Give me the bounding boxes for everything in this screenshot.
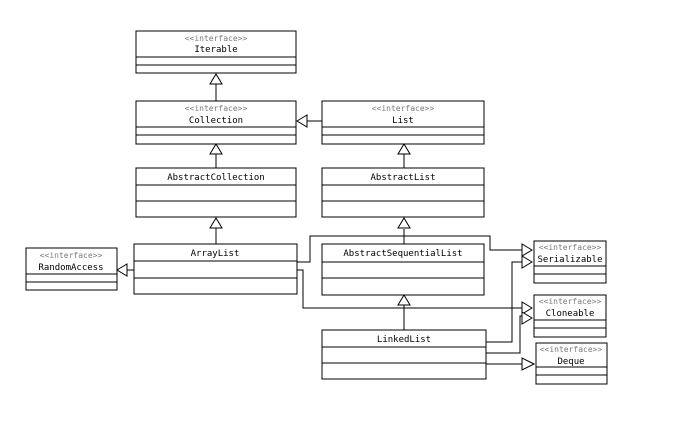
class-abstract-collection: AbstractCollection (135, 167, 297, 218)
arrowhead-abstractlist (397, 217, 411, 229)
class-name-abstract-collection: AbstractCollection (167, 173, 265, 183)
stereotype-label: <<interface>> (185, 104, 248, 113)
class-name-serializable: Serializable (537, 255, 602, 265)
edges (127, 83, 522, 365)
arrowheads (116, 73, 536, 371)
class-name-random-access: RandomAccess (38, 263, 103, 273)
arrowhead-cloneable-1 (521, 301, 533, 315)
class-serializable: <<interface>> Serializable (533, 240, 607, 284)
class-collection: <<interface>> Collection (135, 100, 297, 145)
class-name-iterable: Iterable (194, 45, 237, 55)
arrowhead-collection-from-list (296, 114, 308, 128)
arrowhead-abstractsequentiallist (397, 294, 411, 306)
class-linked-list: LinkedList (321, 329, 487, 380)
stereotype-label: <<interface>> (539, 297, 602, 306)
stereotype-label: <<interface>> (540, 345, 603, 354)
stereotype-label: <<interface>> (40, 251, 103, 260)
class-name-abstract-sequential-list: AbstractSequentialList (343, 249, 462, 259)
class-name-list: List (392, 116, 414, 126)
class-list: <<interface>> List (321, 100, 485, 145)
arrowhead-abstractcollection (209, 217, 223, 229)
arrowhead-cloneable-2 (521, 311, 533, 325)
arrowhead-iterable (209, 73, 223, 85)
stereotype-label: <<interface>> (185, 34, 248, 43)
class-random-access: <<interface>> RandomAccess (25, 247, 118, 291)
edge-linkedlist-cloneable (486, 315, 522, 354)
arrowhead-serializable-2 (521, 255, 533, 269)
arrowhead-randomaccess (116, 263, 128, 277)
class-name-array-list: ArrayList (191, 249, 240, 259)
edge-arraylist-abstractlist (297, 235, 404, 263)
class-deque: <<interface>> Deque (535, 342, 608, 385)
edge-linkedlist-serializable (486, 261, 522, 343)
class-name-cloneable: Cloneable (546, 309, 595, 319)
class-abstract-sequential-list: AbstractSequentialList (321, 243, 485, 296)
arrowhead-serializable-1 (521, 243, 533, 257)
edge-arraylist-cloneable (297, 269, 522, 309)
class-cloneable: <<interface>> Cloneable (533, 294, 607, 338)
class-name-abstract-list: AbstractList (370, 173, 435, 183)
class-name-collection: Collection (189, 116, 243, 126)
class-name-deque: Deque (557, 357, 584, 367)
edge-abstractlist-serializable (404, 235, 522, 251)
class-abstract-list: AbstractList (321, 167, 485, 218)
arrowhead-list (397, 143, 411, 155)
class-array-list: ArrayList (133, 243, 298, 295)
arrowhead-collection-from-abstractcollection (209, 143, 223, 155)
stereotype-label: <<interface>> (372, 104, 435, 113)
stereotype-label: <<interface>> (539, 243, 602, 252)
class-iterable: <<interface>> Iterable (135, 30, 297, 74)
class-name-linked-list: LinkedList (377, 335, 431, 345)
arrowhead-deque (521, 357, 536, 371)
